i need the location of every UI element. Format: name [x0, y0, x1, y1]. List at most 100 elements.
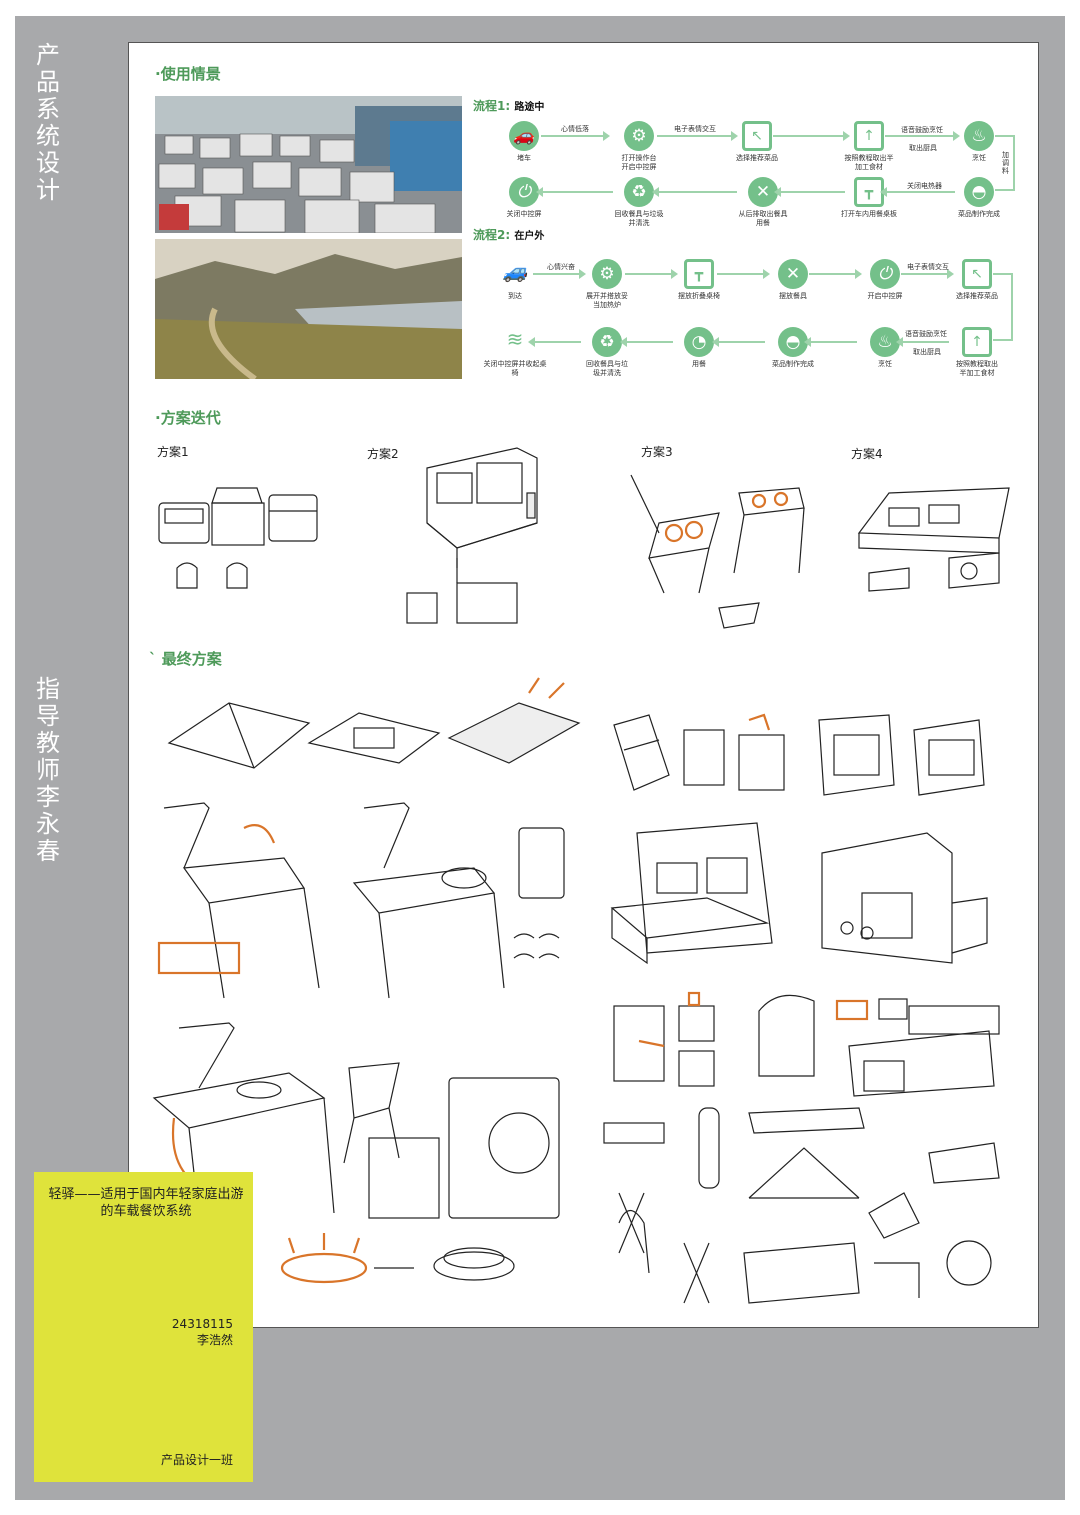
flow2-node: ◓菜品制作完成 [753, 327, 833, 369]
power-icon: ⏻ [509, 177, 539, 207]
flow1-arrow-label: 关闭电热器 [907, 182, 942, 190]
flow2-arrow-label: 取出厨具 [913, 348, 941, 356]
flow-arrow [625, 269, 678, 279]
cursor-icon: ↖ [962, 259, 992, 289]
pot-icon: ♨ [964, 121, 994, 151]
flow-arrow [995, 135, 1015, 191]
table-icon: ┳ [684, 259, 714, 289]
flow-arrow [880, 187, 955, 197]
recycle-icon: ♻ [592, 327, 622, 357]
scheme3-sketch [630, 474, 805, 629]
flow2-title: 流程2: 在户外 [473, 228, 545, 242]
flow-arrow [885, 131, 960, 141]
flow-arrow [804, 337, 857, 347]
upload-icon: ↑ [854, 121, 884, 151]
sliders-icon: ⚙ [624, 121, 654, 151]
pot-icon: ♨ [870, 327, 900, 357]
upload-icon: ↑ [962, 327, 992, 357]
flow-arrow [620, 337, 673, 347]
scheme-label: 方案4 [851, 447, 883, 461]
flow-arrow [774, 187, 845, 197]
poster-sheet: ·使用情景 流程1: 路途中 🚗堵车 ⚙打开操作台开启中控屏 ↖选择推荐菜品 ↑… [128, 42, 1039, 1328]
flow1-node: ◓菜品制作完成 [939, 177, 1019, 219]
flow2-arrow-label: 语音鼓励烹饪 [905, 330, 947, 338]
car-icon: 🚙 [500, 259, 530, 289]
utensils-icon: ✕ [778, 259, 808, 289]
flow1-node: ♨烹饪 [939, 121, 1019, 163]
flow2-node: ◔用餐 [659, 327, 739, 369]
sliders-icon: ⚙ [592, 259, 622, 289]
final-sketch-cart [157, 802, 565, 999]
landscape-photo [155, 239, 462, 379]
flow-arrow [652, 187, 737, 197]
flow2-node: ♨烹饪 [845, 327, 925, 369]
recycle-icon: ♻ [624, 177, 654, 207]
flow1-node: ⚙打开操作台开启中控屏 [599, 121, 679, 172]
flow1-arrow-label: 心情低落 [561, 125, 589, 133]
flow2-node: ♻回收餐具与垃圾并清洗 [567, 327, 647, 378]
cloche-icon: ◓ [778, 327, 808, 357]
flow2-node: ✕摆放餐具 [753, 259, 833, 301]
final-sketch-ring [280, 1233, 515, 1284]
final-sketch-folding [603, 1107, 1000, 1304]
flow1-node: ↑按照教程取出半加工食材 [829, 121, 909, 172]
flow-arrow [536, 187, 613, 197]
final-sketch-cabinets [613, 713, 985, 796]
flow2-node: 🚙到达 [475, 259, 555, 301]
flow2-arrow-label: 心情兴奋 [547, 263, 575, 271]
power-icon: ⏻ [870, 259, 900, 289]
flow-arrow [657, 131, 738, 141]
scheme-label: 方案1 [157, 445, 189, 459]
flow1-node: ♻回收餐具与垃圾并清洗 [599, 177, 679, 228]
utensils-icon: ✕ [748, 177, 778, 207]
project-info-card: 轻驿——适用于国内年轻家庭出游的车载餐饮系统 24318115 李浩然 产品设计… [34, 1172, 253, 1482]
car-icon: 🚗 [509, 121, 539, 151]
layers-icon: ≋ [500, 327, 530, 357]
class-name: 产品设计一班 [160, 1453, 233, 1467]
flow2-node: ↖选择推荐菜品 [937, 259, 1017, 301]
cloche-icon: ◓ [964, 177, 994, 207]
section-final-title: ` 最终方案 [149, 650, 222, 668]
final-sketch-cooktop [167, 677, 581, 769]
flow1-node: ↖选择推荐菜品 [717, 121, 797, 163]
project-title: 轻驿——适用于国内年轻家庭出游的车载餐饮系统 [48, 1187, 244, 1219]
scheme1-sketch [158, 487, 318, 589]
flow2-node: ┳摆放折叠桌椅 [659, 259, 739, 301]
final-sketch-modules [613, 991, 1000, 1097]
scheme2-sketch [406, 447, 538, 624]
cursor-icon: ↖ [742, 121, 772, 151]
flow-arrow [896, 337, 949, 347]
final-sketch-console [610, 822, 988, 965]
section-scenario-title: ·使用情景 [155, 65, 221, 83]
flow-arrow [528, 337, 581, 347]
student-info: 24318115 李浩然 [172, 1316, 233, 1348]
scheme4-sketch [857, 487, 1010, 592]
flow-arrow [712, 337, 765, 347]
side-advisor: 指导教师李永春 [36, 675, 60, 865]
flow-arrow [533, 269, 586, 279]
flow2-node: ↑按照教程取出半加工食材 [937, 327, 1017, 378]
student-name: 李浩然 [196, 1333, 233, 1347]
flow1-arrow-label: 取出厨具 [909, 144, 937, 152]
flow-arrow [809, 269, 862, 279]
flow-arrow [717, 269, 770, 279]
flow2-arrow-label: 电子表情交互 [907, 263, 949, 271]
flow1-arrow-label: 电子表情交互 [674, 125, 716, 133]
table-icon: ┳ [854, 177, 884, 207]
flow1-arrow-label: 加调料 [1002, 151, 1009, 175]
flow2-node: ⚙展开并搭放妥当加热炉 [567, 259, 647, 310]
side-title: 产品系统设计 [36, 41, 60, 204]
traffic-jam-photo [155, 96, 462, 233]
flow-arrow [993, 273, 1013, 341]
scheme-label: 方案2 [367, 447, 399, 461]
flow1-node: ┳打开车内用餐桌板 [829, 177, 909, 219]
student-id: 24318115 [171, 1317, 233, 1331]
scheme-label: 方案3 [641, 445, 673, 459]
pacman-icon: ◔ [684, 327, 714, 357]
flow2-node: ⏻开启中控屏 [845, 259, 925, 301]
flow-arrow [773, 131, 850, 141]
flow2-node: ≋关闭中控屏并收起桌椅 [483, 327, 547, 377]
flow-arrow [901, 269, 954, 279]
flow1-node: 🚗堵车 [484, 121, 564, 163]
flow-arrow [541, 131, 610, 141]
